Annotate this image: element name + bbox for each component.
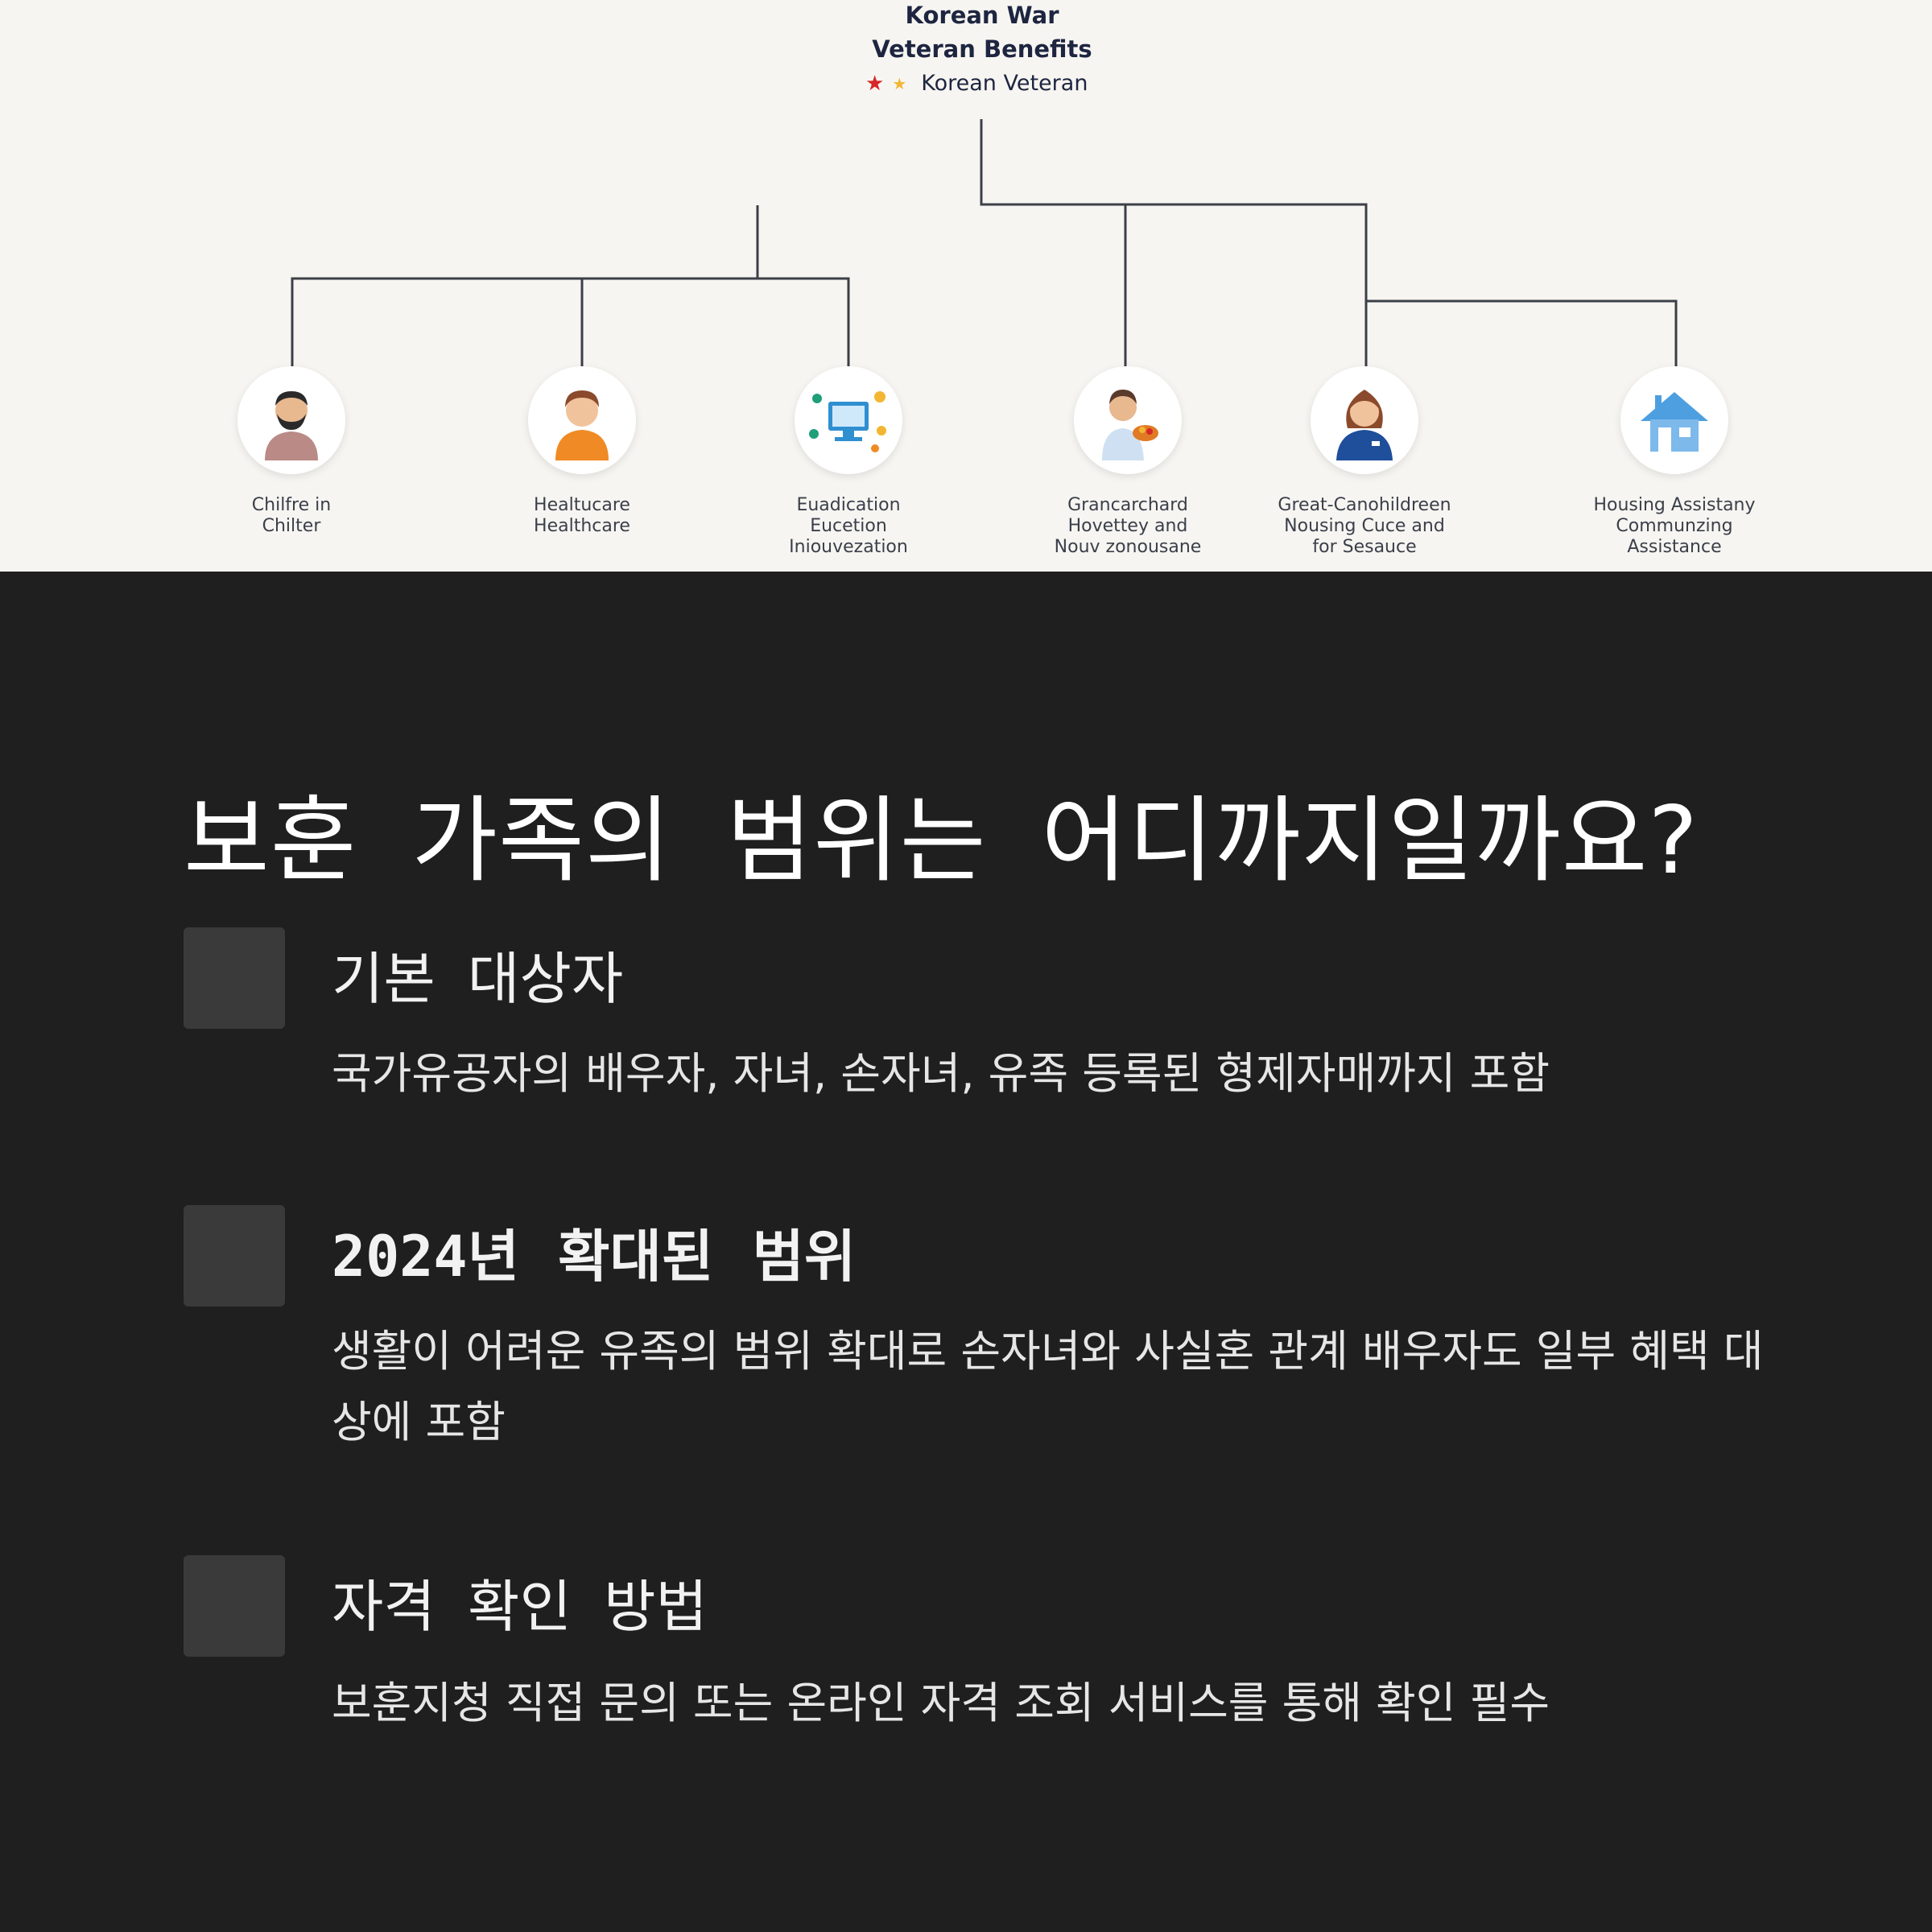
item-desc-verify: 보훈지청 직접 문의 또는 온라인 자격 조회 서비스를 통해 확인 필수 [332,1678,1550,1728]
connector-node-3 [758,277,850,366]
node-label: Euadication Eucetion Iniouvezation [789,495,908,557]
page-title: 보훈 가족의 범위는 어디까지일까요? [184,786,1699,895]
node-grandchildren: Grancarchard Hovettey and Nouv zonousane [995,366,1261,558]
node-circle [1620,366,1728,474]
connector-left-group [291,205,759,366]
item-heading-expanded: 2024년 확대된 범위 [332,1224,857,1290]
node-label: Healtucare Healthcare [534,495,630,536]
person-orange-shirt-icon [555,390,609,460]
diagram-title-line1: Korean War [905,2,1059,29]
computer-education-icon [809,391,886,452]
item-desc-basic: 국가유공자의 배우자, 자녀, 손자녀, 유족 등록된 형제자매까지 포함 [332,1048,1550,1099]
tree-connectors [291,119,1678,366]
node-label: Housing Assistany Communzing Assistance [1593,495,1756,557]
node-housing: Housing Assistany Communzing Assistance [1542,366,1807,558]
node-circle [1311,366,1418,474]
item-heading-basic: 기본 대상자 [332,946,624,1012]
node-great-grandchildren: Great-Canohildreen Nousing Cuce and for … [1232,366,1497,558]
node-children: Chilfre in Chilter [159,366,424,537]
node-circle [237,366,345,474]
node-education: Euadication Eucetion Iniouvezation [716,366,981,558]
item-marker-verify [184,1555,285,1657]
node-circle [795,366,902,474]
item-heading-verify: 자격 확인 방법 [332,1574,708,1640]
house-icon [1641,392,1708,452]
node-label: Grancarchard Hovettey and Nouv zonousane [1054,495,1202,557]
connector-node-6 [1366,299,1678,366]
node-circle [528,366,636,474]
red-star-icon: ★ [865,71,885,96]
content-section: 보훈 가족의 범위는 어디까지일까요? 기본 대상자 국가유공자의 배우자, 자… [0,572,1932,1932]
node-circle [1074,366,1182,474]
item-desc-expanded: 생활이 어려운 유족의 범위 확대로 손자녀와 사실혼 관계 배우자도 일부 혜… [332,1326,1764,1447]
diagram-subtitle-row: ★ ★ Korean Veteran [865,71,1088,96]
node-healthcare: Healtucare Healthcare [449,366,715,537]
connector-root [980,119,1368,366]
benefits-tree-diagram: Korean War Veteran Benefits ★ ★ Korean V… [0,0,1932,572]
man-with-beard-icon [265,391,318,460]
item-marker-basic [184,927,285,1029]
node-label: Chilfre in Chilter [251,495,332,536]
gold-star-icon: ★ [892,73,907,93]
man-holding-food-icon [1102,390,1158,460]
item-marker-expanded [184,1205,285,1307]
node-label: Great-Canohildreen Nousing Cuce and for … [1278,495,1451,557]
diagram-subtitle: Korean Veteran [921,71,1088,96]
woman-blue-shirt-icon [1336,390,1393,460]
diagram-title-line2: Veteran Benefits [872,35,1092,63]
